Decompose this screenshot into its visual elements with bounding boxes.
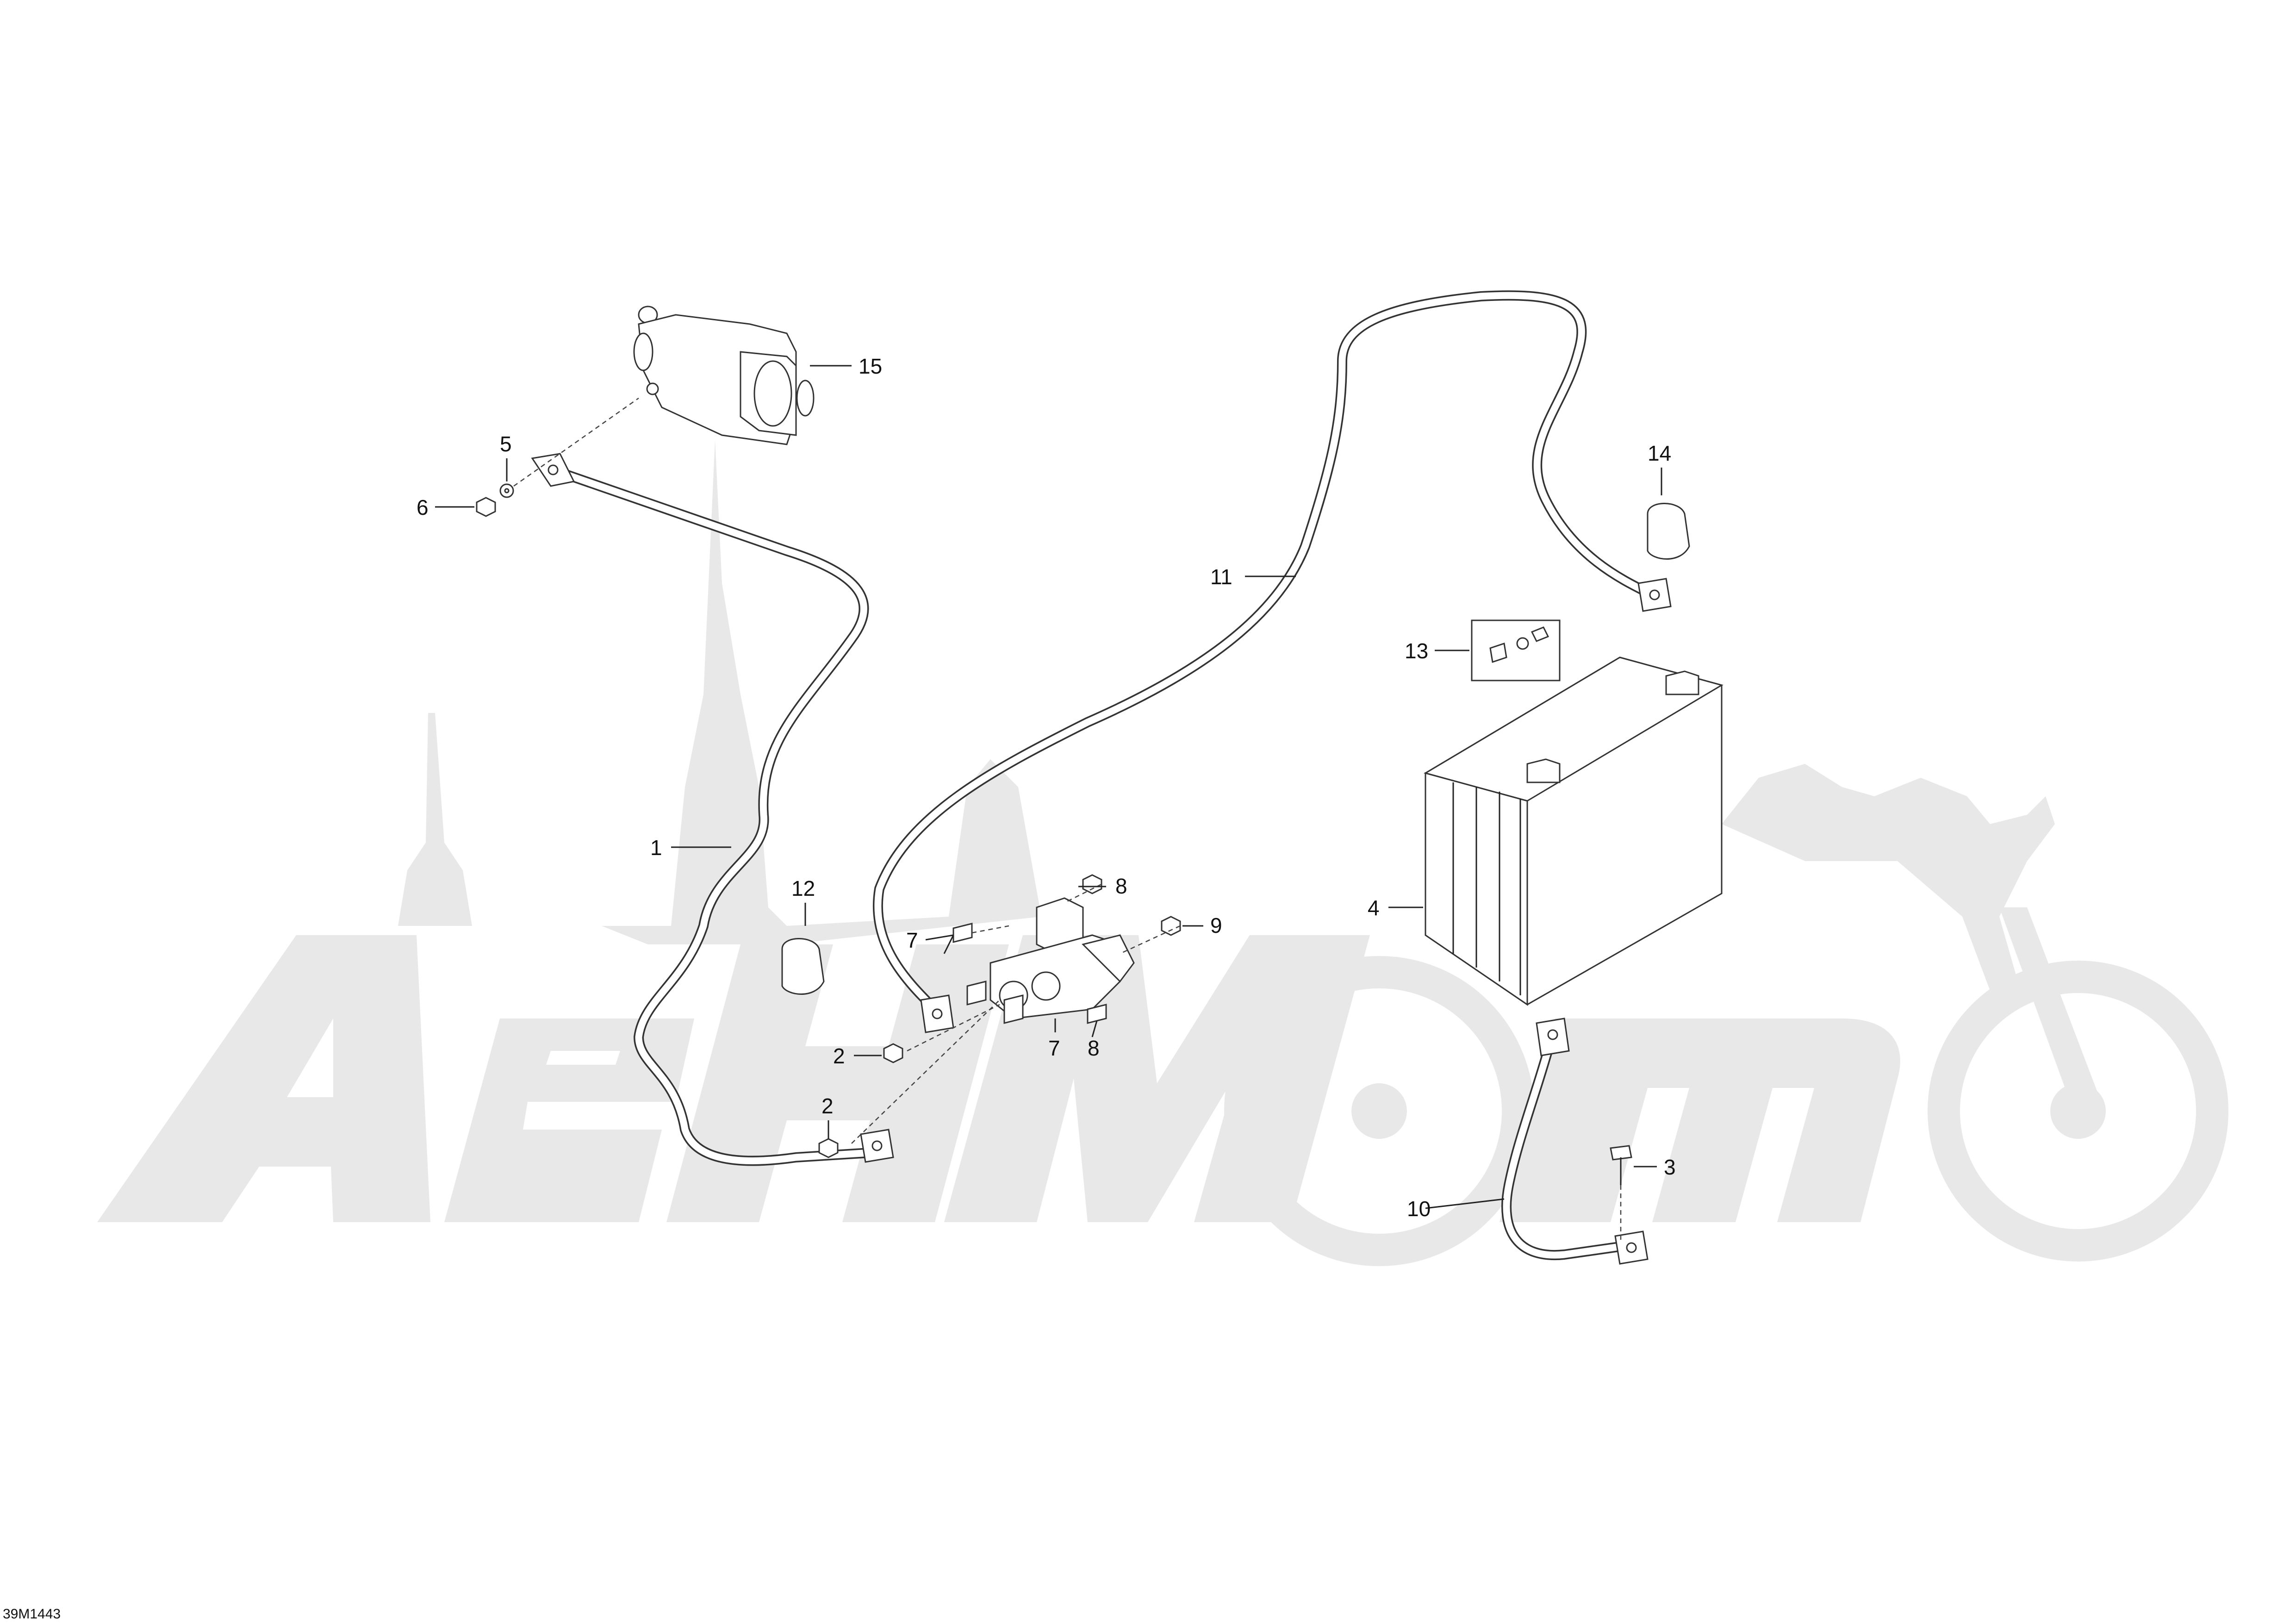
- callout-12: 12: [791, 876, 815, 900]
- watermark-wheel-right: [1928, 961, 2228, 1262]
- bolt-7b: [1087, 1004, 1107, 1024]
- callout-5: 4: [1368, 896, 1380, 920]
- watermark-wheel-left: [1224, 956, 1534, 1266]
- callout-6: 7: [1048, 1036, 1060, 1060]
- cable-battery-positive: [872, 290, 1672, 1033]
- bolt-10: [1610, 1145, 1632, 1161]
- watermark: [97, 440, 2228, 1266]
- callout-4: 6: [417, 495, 429, 519]
- callout-7a: 7: [906, 928, 918, 952]
- starter-solenoid: [966, 897, 1135, 1024]
- callout-leaders: [435, 365, 1662, 1209]
- callout-7b: 8: [1088, 1036, 1100, 1060]
- watermark-bike-body: [1722, 764, 2055, 991]
- callout-8a: 8: [1115, 874, 1127, 898]
- callout-3: 5: [500, 432, 512, 456]
- callout-13: 14: [1648, 441, 1671, 465]
- bolt-7a: [952, 923, 973, 943]
- watermark-spire: [398, 440, 1041, 944]
- assembly-lines: [513, 397, 1622, 1241]
- callout-10: 3: [1664, 1155, 1676, 1179]
- bolt-kit-14: [1471, 619, 1561, 681]
- watermark-bike-fork: [1999, 907, 2101, 1111]
- nut-4: [476, 497, 496, 517]
- terminal-cap-12: [781, 938, 825, 995]
- watermark-hub-left: [1351, 1083, 1407, 1139]
- callout-1: 1: [650, 836, 662, 860]
- terminal-cap-13: [1647, 503, 1690, 560]
- drawing-id: 39M1443: [3, 1606, 61, 1622]
- cable-ground: [1501, 1018, 1649, 1265]
- callout-2a: 2: [833, 1044, 845, 1068]
- callout-8b: 9: [1210, 913, 1222, 937]
- starter-motor: [633, 306, 815, 445]
- nut-2a: [883, 1043, 903, 1063]
- hardware: [476, 483, 1690, 1185]
- nut-8a: [1082, 874, 1102, 894]
- callout-2b: 2: [821, 1094, 834, 1118]
- callouts: 15 5 6 1 12 7 8 9 2 2 7 8 11 14 13 4 10 …: [417, 354, 1676, 1221]
- nut-8b: [1161, 916, 1181, 936]
- callout-11: 11: [1210, 565, 1232, 589]
- cable-starter: [531, 453, 894, 1166]
- battery: [1424, 656, 1724, 1006]
- callout-9: 10: [1407, 1197, 1431, 1221]
- callout-15: 15: [859, 354, 882, 378]
- callout-14: 13: [1405, 639, 1428, 663]
- nut-2b: [818, 1138, 839, 1158]
